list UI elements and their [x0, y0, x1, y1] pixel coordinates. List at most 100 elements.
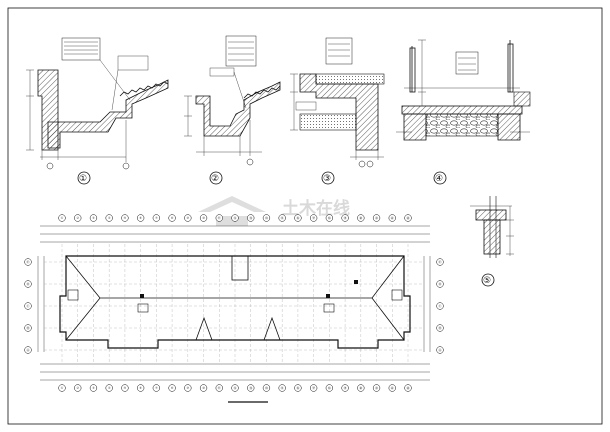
plan-bottom-axis-bubble: [152, 384, 161, 392]
plan-grid-lines: [44, 244, 424, 362]
plan-bottom-axis-bubble: [168, 384, 176, 392]
plan-bottom-axis-bubble: [184, 384, 192, 392]
plan-top-axis-label: ㉓: [406, 215, 409, 220]
plan-bottom-axis-bubble: [404, 384, 412, 392]
plan-left-axis-label: Ⓐ: [26, 347, 29, 352]
plan-top-axis-bubble: [309, 214, 318, 222]
plan-top-axis-label: ⑫: [233, 215, 236, 220]
plan-top-axis-label: ⑮: [281, 215, 284, 220]
plan-right-axis-bubble: [436, 346, 444, 354]
plan-top-axis-bubble: [105, 214, 113, 222]
plan-bottom-axis-label: ⑭: [265, 385, 268, 390]
plan-side-dimension-lines: [37, 256, 431, 352]
plan-top-axis-bubble: [262, 214, 271, 222]
detail-1-label-bubble: [77, 171, 91, 185]
plan-left-axis-label: Ⓓ: [26, 281, 29, 286]
plan-left-axis-label: Ⓔ: [26, 259, 29, 264]
plan-bottom-axis-bubble: [278, 384, 286, 392]
plan-top-axis-label: ⑱: [328, 215, 331, 220]
plan-bottom-dimension-lines: [40, 363, 430, 381]
detail-5-dimension-lines: [470, 205, 514, 256]
plan-right-axis-bubble: [436, 324, 444, 332]
detail-3: ③: [290, 37, 385, 185]
plan-top-axis-bubble: [388, 214, 396, 222]
plan-left-axis-label: Ⓑ: [26, 325, 29, 330]
plan-bottom-axis-bubble: [388, 384, 396, 392]
detail-2-label: ②: [211, 174, 219, 184]
plan-bottom-axis-label: ⑯: [296, 385, 299, 390]
plan-bottom-axis-label: ⑥: [139, 386, 142, 390]
detail-4: ④: [396, 39, 531, 185]
plan-top-axis-bubble: [121, 214, 129, 222]
plan-right-axis-bubble: [436, 280, 444, 288]
detail-5-label: ⑤: [483, 276, 491, 286]
plan-top-axis-bubble: [152, 214, 161, 222]
detail-3-slab-layers: [299, 113, 357, 131]
detail-1-roof-tiles: [119, 81, 169, 97]
detail-4-label-bubble: [433, 171, 447, 185]
plan-left-axis-label: Ⓒ: [26, 303, 29, 308]
plan-top-axis-label: ⑲: [344, 215, 347, 220]
plan-bottom-axis-label: ⑪: [218, 385, 221, 390]
detail-2: ②: [184, 35, 281, 185]
plan-top-axis-label: ⑩: [202, 216, 205, 220]
plan-right-axis-label: Ⓐ: [438, 347, 441, 352]
plan-bottom-axis-label: ⑤: [124, 386, 127, 390]
detail-4-step-right: [513, 91, 531, 107]
detail-3-label-bubble: [321, 171, 335, 185]
plan-left-axis-bubble: [24, 302, 32, 310]
detail-2-gutter: [195, 81, 281, 137]
plan-top-axis-label: ⑬: [249, 215, 252, 220]
plan-top-axis-bubble: [325, 214, 334, 222]
plan-top-axis-bubble: [58, 214, 66, 222]
plan-bottom-axis-label: ②: [76, 386, 79, 390]
plan-right-axis-label: Ⓑ: [438, 325, 441, 330]
plan-bottom-axis-bubble: [294, 384, 302, 392]
detail-3-axis-bubble-b: [366, 160, 374, 168]
detail-4-stone-fill: [425, 113, 499, 137]
plan-bottom-axis-label: ①: [61, 386, 64, 390]
plan-bottom-axis-bubble: [325, 384, 334, 392]
detail-4-footing-left: [403, 113, 427, 141]
detail-2-note-box-2: [209, 67, 235, 77]
plan-top-axis-label: ②: [76, 216, 79, 220]
plan-bottom-axis-bubble: [341, 384, 349, 392]
detail-4-dimension-lines: [396, 39, 530, 133]
detail-3-axis-bubble-a: [358, 160, 366, 168]
plan-top-axis-label: ⑦: [155, 216, 158, 220]
plan-bottom-axis-label: ⑲: [344, 385, 347, 390]
plan-ridge-lines: [65, 255, 405, 341]
detail-4-note-box: [455, 51, 479, 75]
plan-bottom-axis-bubble: [58, 384, 66, 392]
plan-bottom-axis-label: ⑫: [233, 385, 236, 390]
plan-top-axis-label: ⑪: [218, 215, 221, 220]
plan-bottom-axis-label: ⑬: [249, 385, 252, 390]
detail-3-note-lines: [328, 43, 350, 57]
detail-4-label: ④: [435, 174, 443, 184]
detail-2-label-bubble: [209, 171, 223, 185]
plan-top-axis-bubble: [278, 214, 286, 222]
detail-4-note-lines: [458, 57, 476, 71]
plan-bottom-axis-bubble: [74, 384, 82, 392]
plan-bottom-axis-bubble: [357, 384, 365, 392]
plan-left-axis-bubble: [24, 346, 32, 354]
plan-left-axes: Ⓔ Ⓓ Ⓒ Ⓑ Ⓐ: [24, 258, 32, 354]
plan-top-axis-label: ⑰: [312, 215, 315, 220]
watermark-text: 土木在线: [282, 198, 350, 219]
plan-top-axis-label: ④: [108, 216, 111, 220]
plan-bottom-axis-bubble: [199, 384, 208, 392]
plan-top-axis-bubble: [294, 214, 302, 222]
detail-1-axis-bubble-b: [122, 162, 130, 170]
plan-top-axis-bubble: [341, 214, 349, 222]
plan-bottom-axis-label: ㉑: [375, 385, 378, 390]
plan-bottom-axis-bubble: [372, 384, 381, 392]
plan-bottom-axis-bubble: [215, 384, 223, 392]
drawing-frame: [7, 7, 603, 425]
plan-bottom-axis-bubble: [309, 384, 318, 392]
plan-top-axis-bubble: [215, 214, 223, 222]
detail-5-label-bubble: [481, 273, 495, 287]
detail-3-label: ③: [323, 174, 331, 184]
